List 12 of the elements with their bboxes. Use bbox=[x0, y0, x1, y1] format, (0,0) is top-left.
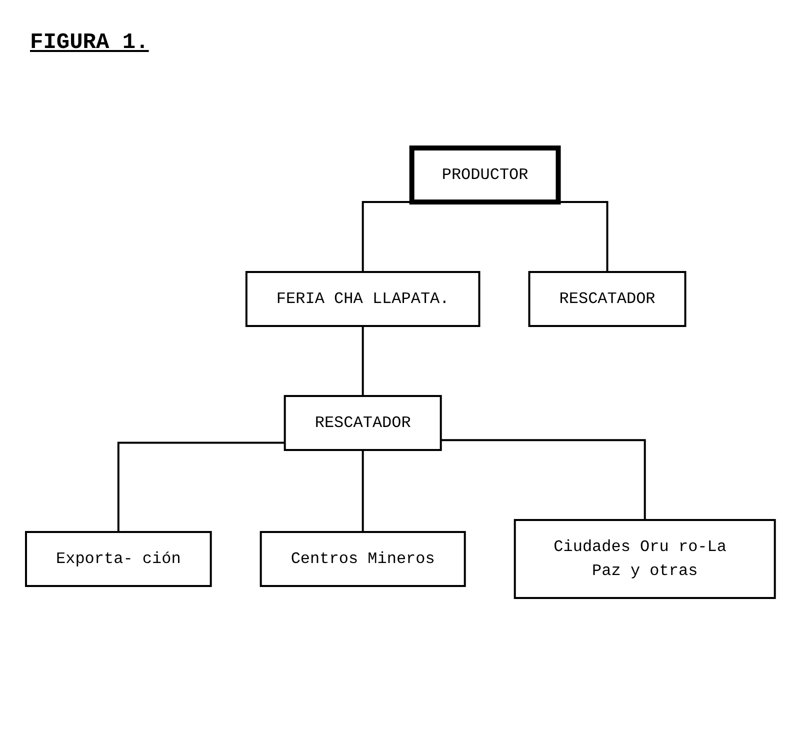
node-box: Centros Mineros bbox=[260, 530, 466, 586]
node-box: RESCATADOR bbox=[284, 394, 442, 450]
node-box: Ciudades Oru ro-La Paz y otras bbox=[514, 518, 776, 598]
connector bbox=[117, 441, 285, 532]
connector bbox=[362, 448, 364, 532]
node-box: PRODUCTOR bbox=[409, 145, 561, 204]
node-box: RESCATADOR bbox=[528, 270, 686, 326]
figure-title: FIGURA 1. bbox=[30, 30, 149, 55]
node-box: Exporta- ción bbox=[25, 530, 212, 586]
connector bbox=[440, 438, 646, 520]
node-box: FERIA CHA LLAPATA. bbox=[246, 270, 480, 326]
connector bbox=[362, 324, 364, 396]
